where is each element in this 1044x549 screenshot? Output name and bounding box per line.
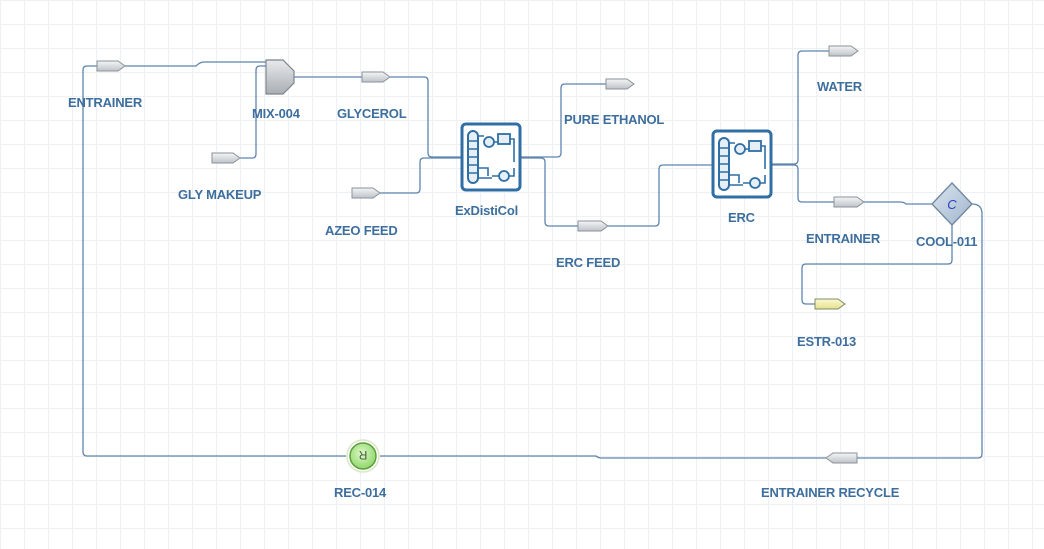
wire-cooler-to-estr013: [801, 224, 953, 305]
stream-label-entrainer-in: ENTRAINER: [68, 95, 143, 110]
wire-erc-to-water: [771, 50, 829, 165]
stream-arrow-entrainer-out[interactable]: [833, 196, 865, 208]
stream-wires: [82, 50, 983, 459]
unit-label-mixer: MIX-004: [252, 106, 300, 121]
stream-arrow-estr-013[interactable]: [814, 298, 846, 310]
distillation-column-icon[interactable]: [460, 122, 522, 192]
stream-arrow-glycerol[interactable]: [361, 71, 391, 83]
stream-arrow-gly-makeup[interactable]: [211, 152, 241, 164]
wire-rec014-to-entrainer: [82, 65, 346, 457]
stream-label-water: WATER: [817, 79, 862, 94]
wire-azeofeed-to-column: [380, 157, 462, 194]
wire-cooler-to-recycle: [857, 203, 983, 459]
stream-label-entrainer-out: ENTRAINER: [806, 231, 881, 246]
unit-label-recycle: REC-014: [334, 485, 387, 500]
wire-erc-to-entrainer: [771, 164, 834, 203]
wire-ercfeed-to-erc: [608, 164, 713, 227]
unit-label-recovery-column: ERC: [728, 210, 755, 225]
stream-arrow-azeo-feed[interactable]: [351, 187, 381, 199]
stream-arrow-pure-ethanol[interactable]: [605, 78, 635, 90]
stream-arrow-entrainer-recycle[interactable]: [825, 452, 858, 464]
wire-recycle-to-rec014: [380, 455, 826, 459]
cooler-symbol: C: [947, 197, 957, 212]
wire-column-to-pureethanol: [520, 83, 606, 158]
unit-label-cooler: COOL-011: [916, 234, 978, 249]
mixer-icon[interactable]: [265, 59, 295, 95]
stream-arrow-water[interactable]: [828, 45, 859, 57]
stream-label-azeo-feed: AZEO FEED: [325, 223, 398, 238]
wire-glycerol-to-column: [390, 76, 462, 158]
stream-label-entrainer-recycle: ENTRAINER RECYCLE: [761, 485, 900, 500]
distillation-column-icon[interactable]: [711, 129, 773, 199]
wire-column-to-ercfeed: [520, 157, 578, 227]
wire-entrainer-to-mixer: [125, 61, 266, 67]
stream-label-erc-feed: ERC FEED: [556, 255, 621, 270]
recycle-symbol: R: [358, 448, 367, 462]
wire-glymakeup-to-mixer: [240, 65, 266, 159]
stream-label-glycerol: GLYCEROL: [337, 106, 407, 121]
stream-arrow-erc-feed[interactable]: [577, 220, 609, 232]
stream-label-gly-makeup: GLY MAKEUP: [178, 187, 262, 202]
stream-label-estr-013: ESTR-013: [797, 334, 857, 349]
stream-label-pure-ethanol: PURE ETHANOL: [564, 112, 665, 127]
cooler-icon[interactable]: C: [931, 182, 973, 226]
wire-entrainer-to-cooler: [864, 201, 932, 205]
recycle-block-icon[interactable]: R: [346, 439, 380, 473]
unit-label-extractive-column: ExDistiCol: [455, 203, 519, 218]
stream-arrow-entrainer-in[interactable]: [96, 60, 126, 72]
